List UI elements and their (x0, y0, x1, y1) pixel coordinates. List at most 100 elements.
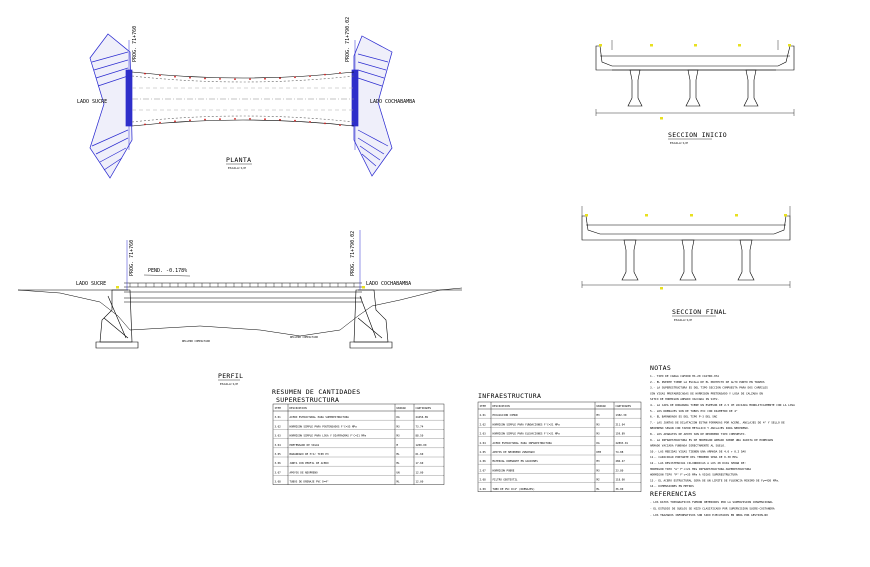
section-end (581, 206, 791, 288)
infrastructure-cell-4-2: DM3 (597, 450, 602, 454)
superstructure-cell-2-3: 88.50 (416, 434, 424, 438)
plan-station-left: PROG. 71+760 (132, 26, 138, 62)
superstructure-cell-3-1: PRETENSADO DE VIGAS (290, 443, 320, 447)
profile-title: PERFIL (218, 372, 243, 380)
infrastructure-cell-7-2: M2 (597, 478, 601, 482)
superstructure-cell-0-1: ACERO ESTRUCTURAL PARA SUPERESTRUCTURA (290, 415, 350, 419)
infrastructure-header-1: DESCRIPCION (493, 404, 511, 408)
superstructure-cell-6-1: APOYOS DE NEOPRENO (290, 470, 319, 474)
infrastructure-cell-1-2: M3 (597, 422, 601, 426)
note-line-11: 9.- LA INFRAESTRUCTURA ES DE HORMIGON AR… (650, 438, 773, 442)
profile-label-right: LADO COCHABAMBA (366, 281, 411, 287)
section-end-markers (585, 214, 787, 290)
abutments-profile (95, 289, 393, 349)
superstructure-cell-6-0: 3.07 (275, 470, 282, 474)
infrastructure-cell-6-2: M3 (597, 468, 601, 472)
infrastructure-cell-8-0: 2.09 (480, 487, 487, 491)
superstructure-header-0: ITEM (275, 406, 282, 410)
superstructure-cell-1-3: 73.74 (416, 424, 424, 428)
plan-label-left: LADO SUCRE (77, 99, 107, 105)
infrastructure-cell-0-1: EXCAVACION COMUN (493, 413, 518, 417)
profile-view: PROG. 71+760 PROG. 71+790.02 PEND. -0.17… (17, 230, 463, 386)
superstructure-cell-4-0: 3.05 (275, 452, 282, 456)
profile-slope: PEND. -0.178% (148, 268, 187, 274)
infrastructure-cell-8-1: TUBO DE PVC D=4" (DRENAJES) (493, 487, 536, 491)
station-lines-plan (128, 40, 356, 150)
note-line-12: ARMADO VACIADA FUNDADA DIRECTAMENTE AL S… (650, 444, 726, 448)
note-line-13: 10.- LAS MEDIDAS VIGAS TIENEN UNA ARMADA… (650, 449, 746, 453)
note-line-8: 7.- LAS JUNTAS DE DILATACION ESTAN FORMA… (650, 420, 785, 424)
superstructure-cell-3-2: M (397, 443, 399, 447)
infrastructure-cell-6-3: 23.80 (616, 468, 624, 472)
section-start-markers (599, 44, 791, 120)
note-line-10: 8.- LOS APARATOS DE APOYO SON DE NEOPREN… (650, 432, 746, 436)
infrastructure-cell-1-0: 2.02 (480, 422, 487, 426)
superstructure-cell-2-0: 3.03 (275, 434, 282, 438)
infrastructure-cell-6-1: HORMIGON POBRE (493, 468, 515, 472)
superstructure-cell-3-3: 1200.00 (416, 443, 427, 447)
right-abutment-plan (351, 35, 393, 177)
profile-fill-left: RELLENO COMPACTADO (182, 339, 211, 343)
profile-station-right: PROG. 71+790.02 (350, 231, 356, 276)
plan-label-right: LADO COCHABAMBA (370, 99, 415, 105)
note-line-17: HORMIGON TIPO "P" F'c=35 MPa A VIGAS SUP… (650, 473, 738, 477)
infrastructure-cell-8-3: 36.00 (616, 487, 624, 491)
note-line-7: 6.- EL BARANDADO ES DEL TIPO P-3 DEL SNC (650, 415, 718, 419)
note-line-6: 5.- LOS DRENAJES SON DE TUBOS PVC CON DI… (650, 409, 738, 413)
superstructure-subheading: SUPERESTRUCTURA (276, 396, 339, 404)
deck-plan (131, 71, 355, 127)
infrastructure-cell-2-1: HORMIGON SIMPLE PARA ELEVACIONES F'C=21 … (493, 432, 561, 436)
superstructure-cell-7-2: ML (397, 480, 401, 484)
note-line-4: SITIO DE HORMIGON ARMADO VACIADA IN SITU… (650, 397, 719, 401)
superstructure-cell-0-3: 24456.89 (416, 415, 429, 419)
infrastructure-cell-6-0: 2.07 (480, 468, 487, 472)
plan-scale: ESCALA:S/E (228, 166, 246, 170)
notes-heading: NOTAS (650, 364, 671, 372)
section-start (595, 40, 795, 116)
superstructure-cell-2-1: HORMIGON SIMPLE PARA LOSA Y DIAFRAGMAS F… (290, 434, 367, 438)
superstructure-table: RESUMEN DE CANTIDADES SUPERESTRUCTURA IT… (272, 388, 445, 485)
infrastructure-cell-3-3: 22893.01 (616, 441, 629, 445)
deck-profile (124, 282, 362, 303)
reference-line-1: - EL ESTUDIO DE SUELOS SE HIZO CLASIFICA… (650, 507, 775, 511)
profile-label-left: LADO SUCRE (76, 281, 106, 287)
section-start-title: SECCION INICIO (668, 131, 727, 139)
infrastructure-cell-5-1: MATERIAL DRENANTE EN GAVIONES (493, 459, 539, 463)
infrastructure-cell-2-0: 2.03 (480, 432, 487, 436)
infrastructure-cell-8-2: ML (597, 487, 601, 491)
note-line-18: 13.- EL ACERO ESTRUCTURAL SERA DE UN LIM… (650, 478, 780, 482)
profile-markers (116, 286, 365, 289)
section-end-title: SECCION FINAL (672, 308, 727, 316)
infrastructure-header-3: CANTIDADES (616, 404, 632, 408)
superstructure-cell-5-0: 3.06 (275, 461, 282, 465)
note-line-15: 12.- LAS RESISTENCIAS CILINDRICAS A LOS … (650, 461, 746, 465)
note-line-3: CON VIGAS PREFABRICADAS DE HORMIGON PRET… (650, 391, 763, 395)
infrastructure-cell-7-3: 118.00 (616, 478, 626, 482)
infrastructure-cell-1-1: HORMIGON SIMPLE PARA FUNDACIONES F'C=21 … (493, 422, 561, 426)
profile-fill-right: RELLENO COMPACTADO (290, 335, 319, 339)
superstructure-header-3: CANTIDADES (416, 406, 432, 410)
infrastructure-cell-1-3: 211.04 (616, 422, 626, 426)
superstructure-cell-7-1: TUBOS DE DRENAJE PVC D=4" (290, 480, 329, 484)
infrastructure-cell-0-3: 1382.30 (616, 413, 627, 417)
infrastructure-cell-2-2: M3 (597, 432, 601, 436)
superstructure-cell-7-0: 3.08 (275, 480, 282, 484)
infrastructure-header-0: ITEM (480, 404, 487, 408)
superstructure-cell-1-1: HORMIGON SIMPLE PARA POSTENSADOS F'C=35 … (290, 424, 358, 428)
infrastructure-cell-5-3: 286.47 (616, 459, 626, 463)
profile-station-left: PROG. 71+760 (129, 240, 135, 276)
superstructure-cell-6-3: 12.00 (416, 470, 424, 474)
infrastructure-cell-3-0: 2.04 (480, 441, 487, 445)
station-lines-profile (126, 230, 361, 290)
notes-block: NOTAS 1.- TIPO DE CARGA CAMION HS-20 CAS… (650, 364, 795, 517)
plan-title: PLANTA (226, 156, 251, 164)
note-line-5: 4.- LA CAPA DE RODADURA TIENE UN ESPESOR… (650, 403, 795, 407)
plan-view: PROG. 71+760 PROG. 71+790.02 LADO SUCRE … (77, 17, 415, 179)
infrastructure-cell-0-0: 2.01 (480, 413, 487, 417)
infrastructure-cell-7-1: FILTRO GEOTEXTIL (493, 478, 518, 482)
railing-posts-plan (144, 72, 341, 126)
note-line-1: 2.- EL PUENTE TIENE LA ESCALA DE EL PROY… (650, 380, 765, 384)
superstructure-cell-6-2: UN (397, 470, 401, 474)
superstructure-cell-3-0: 3.04 (275, 443, 282, 447)
